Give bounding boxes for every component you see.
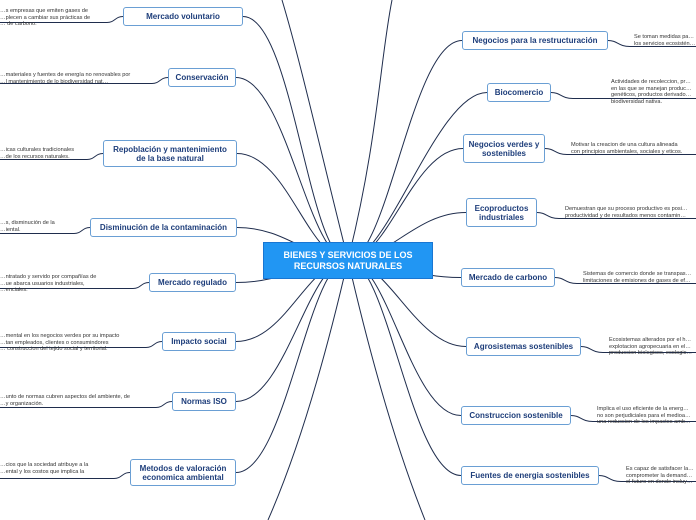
branch-description: …s, disminución de la …iental. (0, 220, 55, 233)
description-underline (0, 401, 173, 408)
branch-conservacion[interactable]: Conservación (168, 68, 236, 87)
central-topic[interactable]: BIENES Y SERVICIOS DE LOS RECURSOS NATUR… (263, 242, 433, 279)
description-underline (598, 475, 696, 482)
description-underline (0, 16, 124, 23)
branch-mercado-regulado[interactable]: Mercado regulado (149, 273, 236, 292)
connector-line-offscreen (267, 259, 349, 520)
branch-description: Actividades de recoleccion, pr… en las q… (611, 79, 692, 105)
branch-description: Ecosistemas alterados por el h… explotac… (609, 337, 693, 357)
branch-description: …unto de normas cubren aspectos del ambi… (0, 394, 130, 407)
connector-line (242, 16, 349, 261)
branch-description: …mental en los negocios verdes por su im… (0, 333, 120, 353)
branch-label: Mercado regulado (158, 278, 227, 287)
branch-impacto-social[interactable]: Impacto social (162, 332, 236, 351)
description-underline (544, 148, 696, 155)
branch-label: Impacto social (171, 337, 227, 346)
branch-description: …ntratado y servido por compañías de …ue… (0, 274, 97, 294)
branch-label: Repoblación y mantenimiento de la base n… (113, 144, 227, 163)
branch-repoblacion-y-mantenimiento-de-la-base-natural[interactable]: Repoblación y mantenimiento de la base n… (103, 140, 237, 167)
connector-line (347, 259, 462, 476)
branch-description: Sistemas de comercio donde se transpas… … (583, 271, 692, 284)
branch-label: Negocios para la restructuración (472, 36, 598, 45)
connector-line (347, 40, 463, 261)
branch-mercado-de-carbono[interactable]: Mercado de carbono (461, 268, 555, 287)
description-underline (607, 40, 696, 47)
description-underline (570, 415, 696, 422)
description-underline (0, 77, 169, 84)
branch-negocios-verdes-y-sostenibles[interactable]: Negocios verdes y sostenibles (463, 134, 545, 163)
branch-fuentes-de-energia-sostenibles[interactable]: Fuentes de energia sostenibles (461, 466, 599, 485)
branch-description: Se toman medidas pa… los servicios ecosi… (634, 34, 696, 47)
branch-label: Conservación (175, 73, 229, 82)
branch-ecoproductos-industriales[interactable]: Ecoproductos industriales (466, 198, 537, 227)
branch-label: Agrosistemas sostenibles (473, 342, 574, 351)
branch-description: …s empresas que emiten gases de …plecen … (0, 8, 91, 28)
branch-description: Demuestran que su proceso productivo es … (565, 206, 688, 219)
branch-label: Biocomercio (494, 88, 544, 97)
branch-metodos-de-valoracion-economica-ambiental[interactable]: Metodos de valoración economica ambienta… (130, 459, 236, 486)
connector-line-offscreen (347, 0, 393, 261)
connector-line (235, 77, 349, 261)
branch-description: …cios que la sociedad atribuye a la …ent… (0, 462, 89, 482)
branch-description: …icas culturales tradicionales …de los r… (0, 147, 74, 160)
branch-normas-iso[interactable]: Normas ISO (172, 392, 236, 411)
branch-label: Mercado voluntario (146, 12, 220, 21)
description-underline (0, 341, 163, 348)
connector-line (235, 259, 349, 473)
branch-agrosistemas-sostenibles[interactable]: Agrosistemas sostenibles (466, 337, 581, 356)
branch-label: Mercado de carbono (468, 273, 548, 282)
branch-description: Implica el uso eficiente de la energ… no… (597, 406, 691, 426)
branch-description: Es capaz de satisfacer la… comprometer l… (626, 466, 694, 486)
description-underline (536, 212, 696, 219)
branch-description: Motivar la creacion de una cultura aline… (571, 142, 683, 155)
branch-construccion-sostenible[interactable]: Construccion sostenible (461, 406, 571, 425)
branch-label: Ecoproductos industriales (474, 203, 529, 222)
description-underline (554, 277, 696, 284)
branch-label: Normas ISO (181, 397, 227, 406)
branch-mercado-voluntario[interactable]: Mercado voluntario (123, 7, 243, 26)
branch-description: …materiales y fuentes de energía no reno… (0, 72, 131, 85)
connector-line-offscreen (347, 259, 426, 520)
description-underline (0, 472, 131, 479)
branch-disminucion-de-la-contaminacion[interactable]: Disminución de la contaminación (90, 218, 237, 237)
central-topic-label: BIENES Y SERVICIOS DE LOS RECURSOS NATUR… (283, 249, 413, 271)
branch-label: Negocios verdes y sostenibles (468, 139, 540, 158)
description-underline (0, 282, 150, 289)
branch-label: Disminución de la contaminación (99, 223, 228, 232)
connector-line (347, 92, 488, 261)
connector-line-offscreen (281, 0, 349, 261)
description-underline (580, 346, 696, 353)
branch-biocomercio[interactable]: Biocomercio (487, 83, 551, 102)
description-underline (550, 92, 696, 99)
branch-label: Construccion sostenible (469, 411, 563, 420)
branch-negocios-para-la-restructuracion[interactable]: Negocios para la restructuración (462, 31, 608, 50)
description-underline (0, 227, 91, 234)
description-underline (0, 153, 104, 160)
branch-label: Metodos de valoración economica ambienta… (139, 463, 227, 482)
connector-line (347, 259, 462, 416)
branch-label: Fuentes de energia sostenibles (470, 471, 590, 480)
